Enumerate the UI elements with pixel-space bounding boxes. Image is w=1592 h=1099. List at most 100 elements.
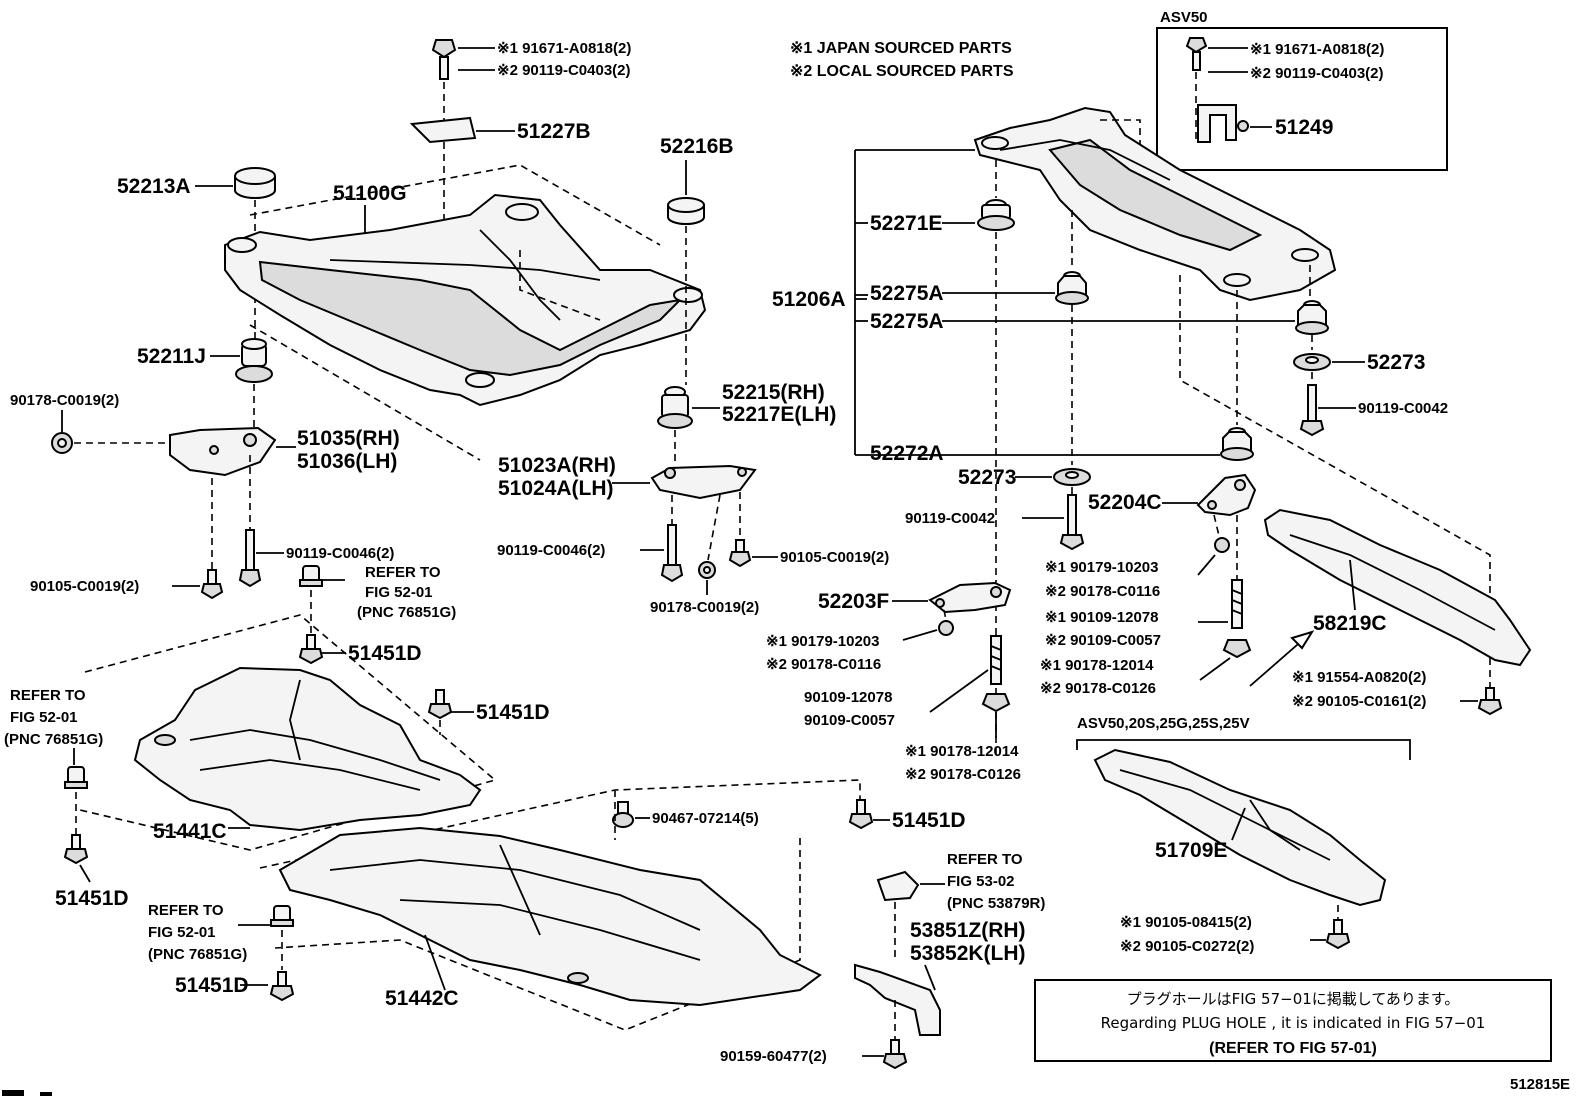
cushion-52275a-1-icon (1055, 271, 1089, 305)
part-52217e: 52217E(LH) (722, 403, 836, 426)
part-51441c: 51441C (153, 820, 227, 843)
rear-s1-90178-12014: ※1 90178-12014 (1040, 657, 1154, 674)
part-58219c: 58219C (1313, 612, 1387, 635)
legend-japan: ※1 JAPAN SOURCED PARTS (790, 40, 1012, 57)
part-52204c: 52204C (1088, 491, 1162, 514)
arrow-icon (1249, 630, 1315, 687)
bolt-90119-c0046-left-icon (238, 529, 262, 588)
rear-s1-90109: ※1 90109-12078 (1045, 609, 1159, 626)
clip-90467-icon (612, 801, 634, 828)
refer-b-line1: REFER TO (10, 687, 86, 704)
part-90178-c0019-mid: 90178-C0019(2) (650, 599, 759, 616)
stud-l-90109-icon (990, 635, 1002, 685)
bolt-51451d-5-icon (269, 971, 295, 1002)
part-51451d-3: 51451D (476, 701, 550, 724)
refer-a-line1: REFER TO (365, 564, 441, 581)
nut-l-90179-icon (938, 620, 954, 636)
brace-58219c-icon (1263, 508, 1532, 667)
part-52213a: 52213A (117, 175, 191, 198)
clip-refer-d-icon (876, 870, 920, 902)
part-51709e: 51709E (1155, 839, 1227, 862)
refer-d-line1: REFER TO (947, 851, 1023, 868)
refer-c-line2: FIG 52-01 (148, 924, 216, 941)
lower-right-bolt-1: ※1 90105-08415(2) (1120, 914, 1252, 931)
bolt-51451d-3-icon (427, 689, 453, 720)
bolt-90119-c0042-left-icon (1059, 494, 1085, 551)
bolt-91554-icon (1477, 687, 1503, 716)
rear-s2-90109: ※2 90109-C0057 (1045, 632, 1161, 649)
part-90119-c0046-left: 90119-C0046(2) (286, 545, 394, 562)
part-52273-right: 52273 (1367, 351, 1425, 374)
part-90119-c0042-left: 90119-C0042 (905, 510, 995, 527)
nut-r-90178-12014-icon (1222, 639, 1252, 659)
part-52203f: 52203F (818, 590, 889, 613)
asv50-bolt-local: ※2 90119-C0403(2) (1250, 65, 1384, 82)
bolt-90105-c0019-mid-icon (728, 539, 752, 568)
plug-note-en: Regarding PLUG HOLE , it is indicated in… (1101, 1014, 1486, 1032)
rear-s2-90178-c0116: ※2 90178-C0116 (1045, 583, 1160, 600)
corner-mark-icon (2, 1090, 52, 1096)
cushion-52213a-icon (234, 167, 276, 199)
legend-local: ※2 LOCAL SOURCED PARTS (790, 63, 1014, 80)
part-90105-c0019-mid: 90105-C0019(2) (780, 549, 889, 566)
bracket-51023a-icon (650, 464, 757, 500)
bracket-53851z-icon (854, 963, 941, 1036)
lower-right-title: ASV50,20S,25G,25S,25V (1077, 715, 1250, 732)
bolt-51451d-1-icon (298, 634, 324, 665)
cushion-52216b-icon (667, 197, 705, 225)
refer-b-line3: (PNC 76851G) (4, 731, 103, 748)
part-90178-c0019-left: 90178-C0019(2) (10, 392, 119, 409)
part-51227b: 51227B (517, 120, 591, 143)
bracket-51035-icon (169, 426, 277, 477)
part-52273-left: 52273 (958, 466, 1016, 489)
part-51451d-4: 51451D (892, 809, 966, 832)
part-90467: 90467-07214(5) (652, 810, 759, 827)
bracket-52204c-icon (1196, 473, 1257, 517)
figure-id: 512815E (1510, 1076, 1570, 1093)
bolt-90119-c0042-right-icon (1299, 384, 1325, 437)
refer-d-line3: (PNC 53879R) (947, 895, 1045, 912)
asv50-title: ASV50 (1160, 9, 1208, 26)
clip-refer-c-icon (270, 905, 294, 927)
clip-refer-b-icon (64, 766, 88, 789)
part-52272a: 52272A (870, 442, 944, 465)
rear-l-90109-12078: 90109-12078 (804, 689, 892, 706)
part-90119-c0042-right: 90119-C0042 (1358, 400, 1448, 417)
asv50-inset: ASV50 ※1 91671-A0818(2) ※2 90119-C0403(2… (1156, 9, 1448, 171)
plug-note-jp: プラグホールはFIG 57−01に掲載してあります。 (1127, 990, 1460, 1008)
part-51451d-2: 51451D (55, 887, 129, 910)
clip-refer-a-icon (299, 565, 323, 587)
refer-c-line3: (PNC 76851G) (148, 946, 247, 963)
part-51206a: 51206A (772, 288, 846, 311)
nut-90178-c0019-mid-icon (698, 561, 716, 579)
bolt-51451d-2-icon (63, 834, 89, 865)
cushion-52215-icon (657, 386, 693, 429)
bolt-90105-c0019-left-icon (200, 569, 224, 600)
rear-s2-90105-c0161: ※2 90105-C0161(2) (1292, 693, 1426, 710)
part-51035: 51035(RH) (297, 427, 400, 450)
part-53851z: 53851Z(RH) (910, 919, 1026, 942)
part-90159: 90159-60477(2) (720, 1048, 827, 1065)
rear-l-90179: ※1 90179-10203 (766, 633, 880, 650)
nut-left-icon (51, 432, 73, 454)
part-52215: 52215(RH) (722, 381, 825, 404)
undercover-51441c-icon (133, 666, 482, 832)
part-90119-c0046-mid: 90119-C0046(2) (497, 542, 605, 559)
rear-s2-90178-c0126: ※2 90178-C0126 (1040, 680, 1156, 697)
cushion-52275a-2-icon (1295, 300, 1329, 335)
bolt-51451d-4-icon (848, 799, 874, 830)
bracket-52203f-icon (928, 581, 1012, 614)
cushion-52211j-icon (235, 338, 273, 383)
rear-l-90178-12014: ※1 90178-12014 (905, 743, 1019, 760)
part-51036: 51036(LH) (297, 450, 397, 473)
part-51442c: 51442C (385, 987, 459, 1010)
top-bolt-japan: ※1 91671-A0818(2) (497, 40, 631, 57)
rear-s1-90179: ※1 90179-10203 (1045, 559, 1159, 576)
top-bolt-icon (431, 39, 457, 80)
asv50-frame (1156, 27, 1448, 171)
asv50-bolt-japan: ※1 91671-A0818(2) (1250, 41, 1384, 58)
rear-l-90178-c0116: ※2 90178-C0116 (766, 656, 881, 673)
bolt-90119-c0046-mid-icon (660, 524, 684, 583)
rear-l-90178-c0126: ※2 90178-C0126 (905, 766, 1021, 783)
part-51451d-1: 51451D (348, 642, 422, 665)
